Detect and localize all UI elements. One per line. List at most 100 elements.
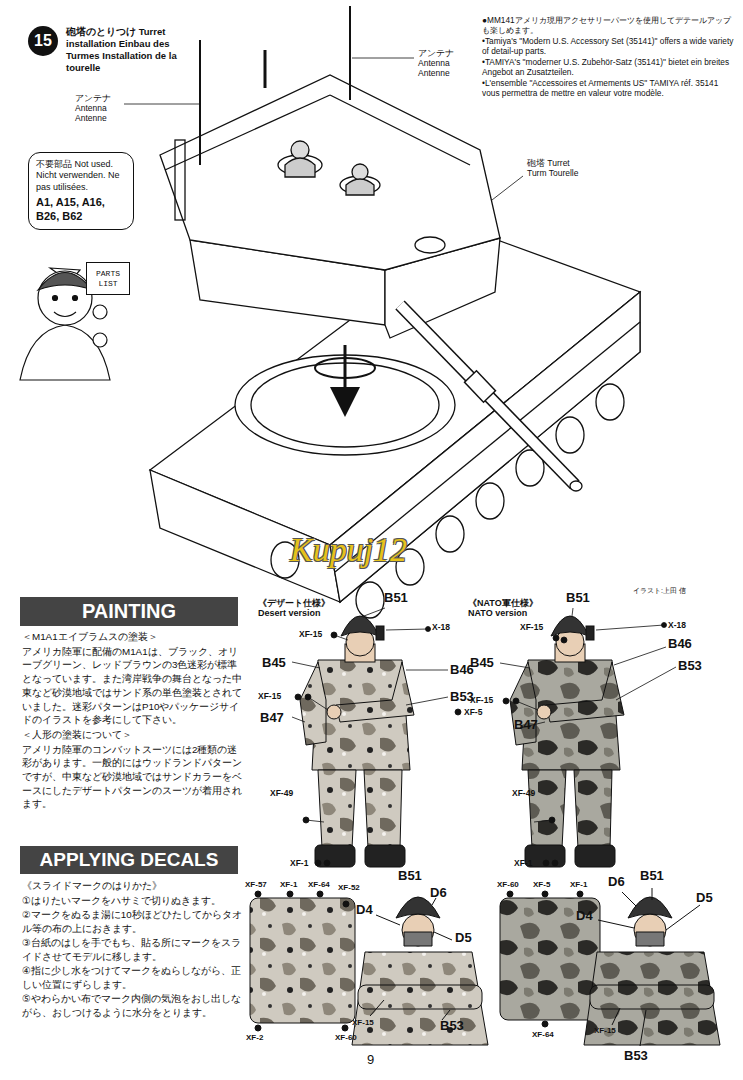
paint-callout: B51	[384, 590, 408, 606]
paint-callout: XF-1	[514, 858, 532, 868]
label-group: XF-15	[594, 1026, 616, 1036]
text-label: ②マークをぬるま湯に10秒ほどひたしてからタオル等の布の上におきます。	[22, 908, 242, 935]
label-group: XF-49	[512, 788, 535, 798]
label-group: D4	[576, 908, 593, 924]
label-group: 9	[367, 1052, 374, 1068]
text-label: 《NATO軍仕様》	[468, 598, 538, 608]
label-group: XF-60	[497, 880, 519, 890]
bust-figures	[352, 888, 720, 1046]
paint-callout: XF-60	[497, 880, 519, 890]
label-group: B53	[440, 1018, 464, 1034]
paint-callout: B47	[514, 717, 538, 733]
text-label: 《デザート仕様》	[258, 598, 330, 608]
paint-callout: XF-15	[594, 1026, 616, 1036]
section-band: PAINTING	[20, 597, 238, 626]
step-number: 15	[28, 26, 58, 56]
label-group: B47	[514, 717, 538, 733]
label-group: B53	[678, 658, 702, 674]
paint-callout: XF-1	[570, 880, 587, 890]
text-label: NATO version	[468, 608, 538, 618]
node-text: PARTS LIST	[90, 269, 126, 288]
paint-callout: B45	[262, 655, 286, 671]
label-group: D5	[455, 930, 472, 946]
paint-callout: D6	[430, 885, 447, 901]
text-label: 砲塔 Turret Turm Tourelle	[527, 158, 587, 178]
paint-callout: XF-60	[335, 1033, 357, 1043]
label-group: D6	[430, 885, 447, 901]
paint-callout: D4	[356, 902, 373, 918]
node-text: A1, A15, A16, B26, B62	[36, 196, 126, 224]
label-group: アンテナ Antenna Antenne	[75, 93, 127, 124]
text-label: イラスト:上田 信	[633, 587, 686, 595]
paint-callout: XF-15	[299, 629, 322, 639]
paint-callout: B47	[260, 710, 284, 726]
label-group: XF-60	[335, 1033, 357, 1043]
label-group: B51	[384, 590, 408, 606]
label-group: XF-57	[245, 880, 267, 890]
text-label: 《スライドマークのはりかた》	[22, 879, 242, 893]
paint-callout: XF-2	[246, 1033, 263, 1043]
paint-callout: B53	[440, 1018, 464, 1034]
label-group: XF-15	[520, 622, 543, 632]
label-group: XF-52	[338, 883, 360, 893]
label-group: XF-64	[532, 1030, 554, 1040]
node-text: 不要部品 Not used. Nicht verwenden. Ne pas u…	[36, 159, 126, 193]
label-group: XF-5	[533, 880, 550, 890]
label-group: XF-15	[258, 691, 281, 701]
label-group: イラスト:上田 信	[633, 587, 686, 595]
text-label: Kupuj12	[290, 530, 407, 571]
label-group: B51	[640, 868, 664, 884]
label-group: Kupuj12	[290, 530, 407, 571]
paint-callout: B53	[678, 658, 702, 674]
label-group: B45	[470, 655, 494, 671]
label-group: XF-15	[470, 695, 493, 705]
label-group: XF-1	[514, 858, 532, 868]
label-group: XF-49	[270, 788, 293, 798]
paint-callout: XF-64	[308, 880, 330, 890]
label-group: XF-1	[280, 880, 297, 890]
text-label: ＜M1A1エイブラムスの塗装＞	[22, 630, 242, 644]
text-label: アメリカ陸軍のコンバットスーツには2種類の迷彩があります。一般的にはウッドランド…	[22, 743, 242, 812]
text-label: ①はりたいマークをハサミで切りぬきます。	[22, 894, 242, 908]
label-group: XF-64	[308, 880, 330, 890]
text-label: ④指に少し水をつけてマークをぬらしながら、正しい位置にずらします。	[22, 964, 242, 991]
paint-callout: B51	[398, 868, 422, 884]
text-label: ●MM141アメリカ現用アクセサリーパーツを使用してデテールアップも楽しめます。	[482, 16, 737, 36]
label-group: X-18	[668, 620, 686, 630]
figure-leaders	[292, 608, 676, 866]
label-group: 《NATO軍仕様》NATO version	[468, 598, 538, 619]
paint-callout: XF-15	[520, 622, 543, 632]
paint-callout: XF-57	[245, 880, 267, 890]
label-group: 《スライドマークのはりかた》①はりたいマークをハサミで切りぬきます。②マークをぬ…	[22, 879, 242, 1020]
parts-list-paper: PARTS LIST	[86, 262, 130, 295]
label-group: D5	[696, 890, 713, 906]
label-group: B45	[262, 655, 286, 671]
paint-callout: XF-5	[533, 880, 550, 890]
label-group: X-18	[432, 622, 450, 632]
paint-callout: XF-49	[270, 788, 293, 798]
paint-callout: XF-15	[352, 1018, 374, 1028]
paint-callout: XF-5	[464, 707, 482, 717]
speech-bubble: 不要部品 Not used. Nicht verwenden. Ne pas u…	[28, 152, 134, 230]
label-group: XF-15	[299, 629, 322, 639]
label-group: ●MM141アメリカ現用アクセサリーパーツを使用してデテールアップも楽しめます。…	[482, 16, 737, 100]
paint-callout: B53	[624, 1048, 648, 1064]
paint-callout: D5	[455, 930, 472, 946]
paint-callout: X-18	[668, 620, 686, 630]
paint-callout: XF-15	[470, 695, 493, 705]
label-group: 砲塔 Turret Turm Tourelle	[527, 158, 587, 178]
label-group: B46	[668, 636, 692, 652]
text-label: Desert version	[258, 608, 330, 618]
section-band: APPLYING DECALS	[20, 846, 238, 874]
text-label: •Tamiya's "Modern U.S. Accessory Set (35…	[482, 37, 737, 57]
text-label: アンテナ Antenna Antenne	[75, 93, 127, 124]
label-group: XF-15	[352, 1018, 374, 1028]
label-group: XF-5	[464, 707, 482, 717]
label-group: 《デザート仕様》Desert version	[258, 598, 330, 619]
label-group: XF-1	[290, 858, 308, 868]
step-title: 砲塔のとりつけ Turret installation Einbau des T…	[66, 26, 191, 74]
paint-callout: B46	[668, 636, 692, 652]
label-group: ＜M1A1エイブラムスの塗装＞アメリカ陸軍に配備のM1A1は、ブラック、オリーブ…	[22, 630, 242, 812]
desert-figure	[300, 616, 414, 867]
